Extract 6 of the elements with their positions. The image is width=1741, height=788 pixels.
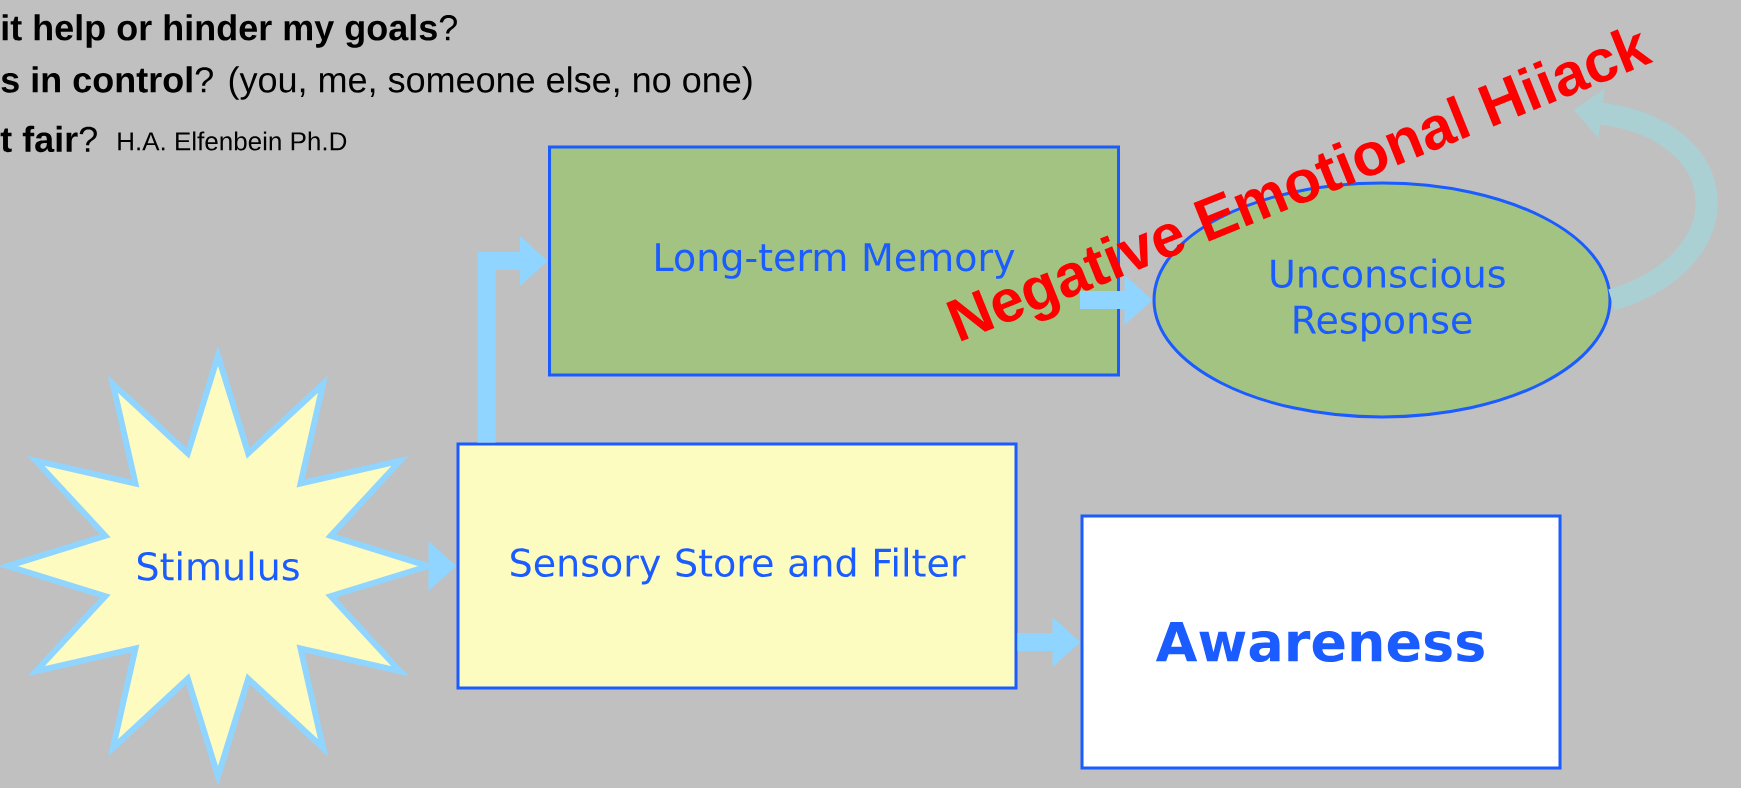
author-credit: H.A. Elfenbein Ph.D [118,131,347,151]
question-text: t fair? [0,125,97,153]
question-text: s in control? (you, me, someone else, no one) [1,66,752,100]
question-text: it help or hinder my goals? [2,14,457,48]
process-box: Sensory Store and Filter [456,442,1018,690]
process-box: Awareness [1080,514,1562,770]
